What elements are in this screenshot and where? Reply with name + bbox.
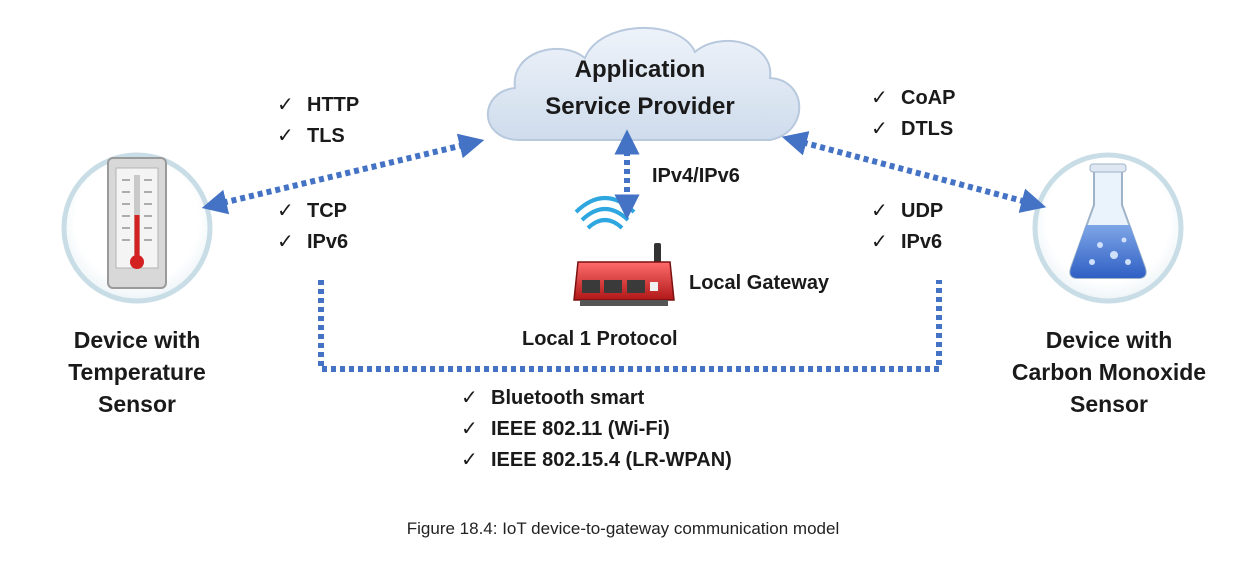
check-icon: ✓ <box>461 387 478 409</box>
protocol-item: ✓CoAP <box>871 83 955 114</box>
check-icon: ✓ <box>871 231 888 253</box>
left-upper-protocols: ✓HTTP ✓TLS <box>277 90 359 152</box>
protocol-item: ✓HTTP <box>277 90 359 121</box>
protocol-item: ✓IEEE 802.11 (Wi-Fi) <box>461 414 732 445</box>
check-icon: ✓ <box>871 200 888 222</box>
protocol-item: ✓Bluetooth smart <box>461 383 732 414</box>
cloud-label-line1: Application <box>574 56 706 83</box>
check-icon: ✓ <box>277 231 294 253</box>
local-protocol-label: Local 1 Protocol <box>522 328 678 350</box>
temperature-sensor-icon <box>61 152 213 304</box>
left-lower-protocols: ✓TCP ✓IPv6 <box>277 196 348 258</box>
protocol-item: ✓UDP <box>871 196 943 227</box>
local-protocol-options: ✓Bluetooth smart ✓IEEE 802.11 (Wi-Fi) ✓I… <box>461 383 732 476</box>
right-lower-protocols: ✓UDP ✓IPv6 <box>871 196 943 258</box>
flask-sensor-icon <box>1032 152 1184 304</box>
router-icon <box>573 196 675 306</box>
right-device-cloud-arrow <box>781 131 1047 213</box>
protocol-item: ✓IEEE 802.15.4 (LR-WPAN) <box>461 445 732 476</box>
right-device-label: Device with Carbon Monoxide Sensor <box>1011 327 1207 417</box>
check-icon: ✓ <box>871 87 888 109</box>
check-icon: ✓ <box>871 118 888 140</box>
protocol-item: ✓TCP <box>277 196 348 227</box>
protocol-item: ✓DTLS <box>871 114 955 145</box>
gateway-link-label: IPv4/IPv6 <box>652 165 740 187</box>
left-device-label: Device with Temperature Sensor <box>68 327 206 417</box>
protocol-item: ✓TLS <box>277 121 359 152</box>
cloud-label-line2: Service Provider <box>545 93 735 120</box>
protocol-item: ✓IPv6 <box>871 227 943 258</box>
check-icon: ✓ <box>461 449 478 471</box>
gateway-label: Local Gateway <box>689 272 830 294</box>
local-protocol-link <box>318 280 942 372</box>
protocol-item: ✓IPv6 <box>277 227 348 258</box>
connections <box>201 129 1047 372</box>
cloud-shape <box>486 26 801 141</box>
check-icon: ✓ <box>277 125 294 147</box>
right-upper-protocols: ✓CoAP ✓DTLS <box>871 83 955 145</box>
check-icon: ✓ <box>277 94 294 116</box>
check-icon: ✓ <box>461 418 478 440</box>
check-icon: ✓ <box>277 200 294 222</box>
cloud-label: Application Service Provider <box>490 51 790 125</box>
figure-caption: Figure 18.4: IoT device-to-gateway commu… <box>406 519 840 538</box>
